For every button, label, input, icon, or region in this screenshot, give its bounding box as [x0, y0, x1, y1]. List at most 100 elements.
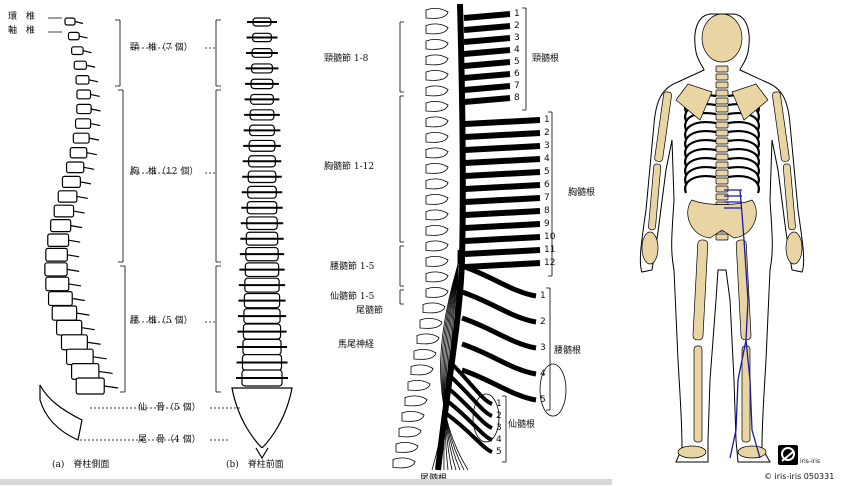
- rib-left: [684, 175, 717, 194]
- vertebral-body: [419, 318, 443, 329]
- spinous-process: [80, 181, 92, 185]
- spinous-process: [87, 341, 101, 345]
- root-number: 4: [544, 154, 550, 164]
- vertebra-side: [76, 89, 92, 100]
- spinous-process: [104, 385, 119, 389]
- spinous-process: [67, 254, 80, 258]
- cervical-segments-label: 頸髄節 1-8: [324, 54, 369, 64]
- coccyx-label: 尾 骨（4 個）: [138, 435, 201, 445]
- vertebra: [715, 177, 729, 185]
- spinous-process: [72, 297, 85, 302]
- vertebra-side: [69, 147, 88, 159]
- cauda-equina-fiber: [440, 249, 469, 471]
- cervical-root: [463, 35, 511, 45]
- scapula-right: [731, 83, 769, 121]
- cervical-root: [463, 71, 511, 81]
- vertebra: [715, 193, 729, 201]
- rib-left: [684, 112, 717, 131]
- femur-left: [692, 239, 709, 341]
- root-number: 2: [514, 21, 520, 31]
- thoracic-root: [464, 117, 541, 127]
- spinous-process: [68, 239, 81, 243]
- vertebra: [715, 65, 729, 73]
- vertebral-body: [425, 23, 449, 35]
- spine-illustration: [39, 17, 293, 460]
- spine-front-view: [231, 17, 293, 460]
- vertebral-body: [425, 101, 449, 112]
- vertebra-side: [57, 190, 78, 203]
- spinous-process: [68, 283, 82, 287]
- vertebral-body: [425, 54, 449, 66]
- vertebra-side: [45, 276, 70, 292]
- rib-left: [684, 148, 717, 167]
- spinous-process: [73, 210, 85, 214]
- root-number: 5: [496, 447, 502, 457]
- rib-right: [727, 139, 760, 158]
- vertebral-body: [401, 411, 425, 422]
- vertebral-body: [425, 256, 449, 267]
- lumbar-root: [461, 315, 537, 351]
- vertebral-body: [425, 163, 449, 174]
- vertebral-body: [395, 442, 419, 453]
- tibia-left: [693, 345, 703, 443]
- thoracic-root: [464, 169, 541, 179]
- vertebra: [715, 145, 729, 153]
- cervical-root: [463, 47, 511, 57]
- thoracic-root: [464, 247, 541, 257]
- vertebral-body: [425, 209, 449, 221]
- atlas-label: 環 椎: [8, 12, 36, 22]
- thoracic-root: [464, 208, 541, 218]
- spinous-process: [86, 64, 96, 68]
- vertebral-body: [422, 302, 446, 314]
- thoracic-root: [464, 156, 541, 166]
- sciatic-nerve-path: [724, 189, 761, 459]
- vertebral-body: [404, 395, 428, 407]
- logo-text: iris-iris: [800, 458, 821, 465]
- cervical-root: [463, 59, 511, 69]
- vertebra-side: [44, 262, 68, 277]
- spinal-nerve-panel: 頸髄節 1-8 胸髄節 1-12 腰髄節 1-5 仙髄節 1-5 尾髄節 馬尾神…: [322, 0, 612, 486]
- root-number: 8: [544, 206, 550, 216]
- caption-front-view: (b) 脊柱前面: [226, 460, 284, 470]
- thoracic-root: [464, 182, 541, 192]
- vertebra: [715, 137, 729, 145]
- root-number: 1: [514, 9, 520, 19]
- region-brackets: [48, 17, 240, 441]
- foot-left: [677, 445, 707, 459]
- root-number: 1: [496, 399, 502, 409]
- root-number: 4: [540, 369, 546, 379]
- nerve-roots: [392, 8, 541, 469]
- credit-text: © iris-iris 050331: [764, 472, 835, 481]
- hand-right: [785, 231, 803, 265]
- segment-brackets: [399, 7, 553, 463]
- vertebra: [715, 129, 729, 137]
- spinous-process: [74, 20, 84, 25]
- sciatic-nerve: [739, 189, 761, 459]
- rib-left: [684, 166, 717, 185]
- spinous-process: [98, 370, 113, 375]
- rib-left: [684, 139, 717, 158]
- sacral-root: [450, 362, 493, 406]
- skeleton-bones: [641, 13, 803, 459]
- sacral-segments-label: 仙髄節 1-5: [330, 292, 375, 302]
- cervical-root: [463, 83, 511, 93]
- spine-diagram-panel: 環 椎 軸 椎 頸 椎（7 個） 胸 椎（12 個） 腰 椎（5 個） 仙 骨（…: [0, 0, 322, 480]
- cervical-root: [463, 23, 511, 33]
- sacral-root: [448, 374, 493, 418]
- spinal-nerve-illustration: [392, 3, 567, 471]
- cervical-root: [463, 11, 511, 21]
- root-number: 1: [544, 115, 550, 125]
- spinous-process: [70, 225, 83, 229]
- lumbar-root: [461, 367, 537, 403]
- root-number: 5: [514, 57, 520, 67]
- coccygeal-segment-label: 尾髄節: [356, 306, 384, 316]
- vertebra-side: [75, 74, 90, 85]
- vertebra-side: [76, 103, 92, 115]
- vertebra: [715, 153, 729, 161]
- root-number: 5: [540, 395, 546, 405]
- cauda-equina-label: 馬尾神経: [338, 340, 375, 350]
- lumbar-segments-label: 腰髄節 1-5: [330, 262, 375, 272]
- cervical-root: [463, 95, 511, 105]
- lumbar-roots-label: 腰髄根: [554, 346, 582, 356]
- forearm-right: [782, 163, 796, 231]
